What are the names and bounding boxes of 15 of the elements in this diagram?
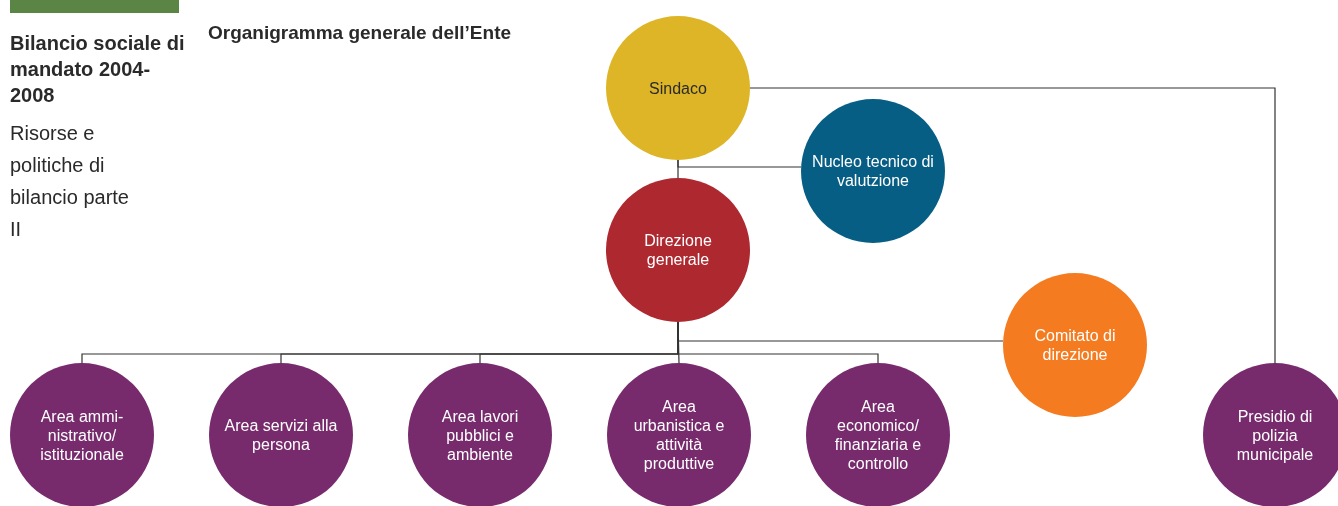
- node-label: Area economico/ finanziaria e controllo: [833, 397, 923, 473]
- node-label: Area servizi alla persona: [223, 416, 339, 454]
- node-label: Sindaco: [648, 78, 708, 98]
- node-label: Nucleo tecnico di valutzione: [811, 152, 935, 190]
- node-label: Area ammi- nistrativo/ istituzionale: [39, 406, 125, 464]
- section-subtitle: Risorse e politiche di bilancio parte II: [10, 121, 130, 242]
- node-label: Area lavori pubblici e ambiente: [440, 406, 520, 464]
- node-label: Area urbanistica e attività produttive: [632, 397, 726, 473]
- section-heading: Bilancio sociale di mandato 2004-2008: [10, 31, 185, 108]
- page-title: Organigramma generale dell’Ente: [208, 22, 512, 44]
- connector-line: [677, 159, 802, 168]
- node-label: Comitato di direzione: [1033, 326, 1117, 364]
- node-label: Presidio di polizia municipale: [1235, 406, 1315, 464]
- connector-line: [749, 87, 1276, 364]
- node-label: Direzione generale: [643, 231, 713, 269]
